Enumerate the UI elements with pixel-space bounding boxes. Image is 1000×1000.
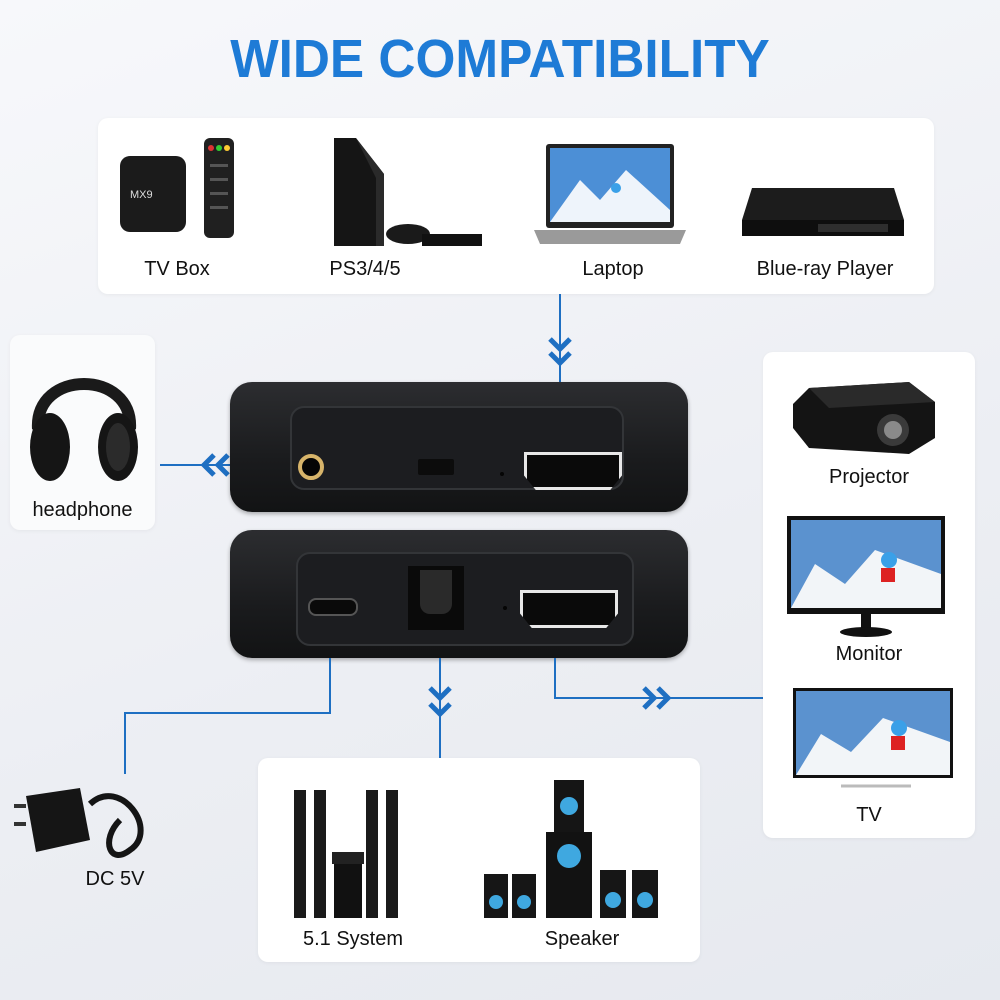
power-label: DC 5V [85, 868, 145, 890]
output-label: 5.1 System [302, 928, 404, 950]
optical-line [439, 658, 441, 758]
headphone-card: headphone [10, 335, 155, 530]
output-monitor: Monitor [763, 512, 975, 667]
power-adapter-icon [14, 788, 144, 858]
source-bluray: Blue-ray Player [730, 134, 920, 284]
source-label: Blue-ray Player [756, 258, 894, 280]
double-chevron-right-icon [642, 686, 672, 710]
source-tv-box: MX9 TV Box [112, 134, 242, 284]
source-ps: PS3/4/5 [310, 134, 482, 284]
output-label: TV [856, 804, 882, 826]
monitor-icon [787, 516, 945, 637]
double-chevron-down-icon [548, 337, 572, 367]
output-label: Monitor [835, 643, 903, 665]
game-console-icon [334, 138, 482, 246]
output-tv: TV [763, 686, 975, 836]
page-title: WIDE COMPATIBILITY [230, 29, 770, 89]
power-line [124, 712, 331, 714]
hdmi-out-port[interactable] [520, 590, 618, 628]
surround-system-icon [294, 790, 398, 918]
hdmi-input-line [559, 294, 561, 416]
output-label: Speaker [544, 928, 620, 950]
hdmi-output-line [554, 697, 764, 699]
hdmi-output-line [554, 658, 556, 698]
output-speaker: Speaker [468, 758, 700, 962]
source-laptop: Laptop [518, 134, 708, 284]
sources-panel: MX9 TV Box PS3/4/5 Laptop [98, 118, 934, 294]
tv-icon [793, 688, 953, 788]
usb-c-port[interactable] [308, 598, 358, 616]
mode-switch[interactable] [418, 459, 454, 475]
power-line [124, 712, 126, 774]
source-label: PS3/4/5 [329, 258, 401, 280]
double-chevron-down-icon [428, 686, 452, 718]
display-outputs-panel: Projector Monitor TV [763, 352, 975, 838]
output-label: Projector [828, 466, 910, 488]
tv-box-icon: MX9 [120, 138, 234, 238]
audio-outputs-panel: 5.1 System Speaker [258, 758, 700, 962]
svg-text:MX9: MX9 [130, 189, 153, 201]
double-chevron-left-icon [200, 453, 230, 477]
converter-device-input-side [230, 382, 688, 512]
headphone-label: headphone [32, 499, 133, 521]
bluray-player-icon [742, 188, 904, 236]
source-label: Laptop [582, 258, 644, 280]
power-adapter: DC 5V [0, 770, 230, 900]
speaker-icon [484, 780, 658, 918]
power-line [329, 658, 331, 714]
laptop-icon [534, 144, 686, 244]
optical-port-inner [420, 570, 452, 614]
headphone-jack[interactable] [298, 454, 324, 480]
headphone-icon [30, 378, 138, 481]
indicator-led [500, 472, 504, 476]
output-surround-system: 5.1 System [258, 758, 468, 962]
hdmi-in-port[interactable] [524, 452, 622, 490]
output-projector: Projector [763, 372, 975, 492]
indicator-led [503, 606, 507, 610]
projector-icon [793, 382, 935, 454]
converter-device-output-side [230, 530, 688, 658]
source-label: TV Box [144, 258, 210, 280]
